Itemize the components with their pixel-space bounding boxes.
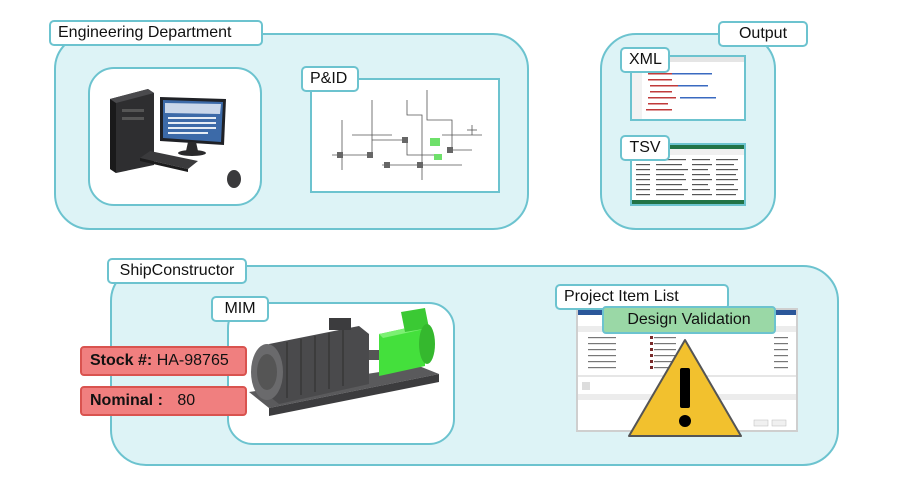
- mim-panel: [227, 302, 455, 445]
- stock-number-value: HA-98765: [156, 352, 229, 369]
- pid-diagram-screenshot: [310, 78, 500, 193]
- shipconstructor-label: ShipConstructor: [107, 258, 247, 284]
- xml-label: XML: [620, 47, 670, 73]
- mim-label: MIM: [211, 296, 269, 322]
- warning-icon: [628, 339, 742, 437]
- tsv-spreadsheet: [632, 145, 744, 204]
- pid-label: P&ID: [301, 66, 359, 92]
- output-label: Output: [718, 21, 808, 47]
- tsv-label: TSV: [620, 135, 670, 161]
- stock-number-field: Stock #: HA-98765: [80, 346, 247, 376]
- computer-workstation-icon: [110, 89, 241, 188]
- design-validation-label: Design Validation: [602, 306, 776, 334]
- project-item-list-label: Project Item List: [555, 284, 729, 310]
- pid-schematic: [332, 90, 482, 180]
- nominal-label: Nominal :: [90, 392, 163, 409]
- nominal-value: 80: [177, 392, 196, 409]
- nominal-field: Nominal : 80: [80, 386, 247, 416]
- pump-motor-icon: [249, 308, 439, 416]
- stock-number-label: Stock #:: [90, 352, 153, 369]
- xml-text-lines: [632, 57, 744, 119]
- computer-panel: [88, 67, 262, 206]
- engineering-department-label: Engineering Department: [49, 20, 263, 46]
